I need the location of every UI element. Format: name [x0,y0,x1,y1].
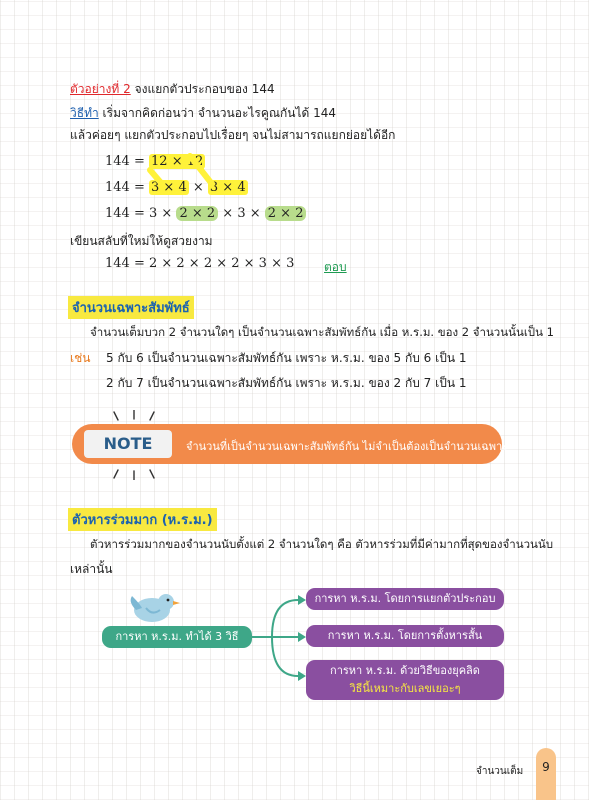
gcd-method-1: การหา ห.ร.ม. โดยการแยกตัวประกอบ [306,588,504,610]
coprime-example-label: เช่น [70,351,91,365]
factor-eq: = [133,206,145,221]
factor-part: × [192,180,204,195]
factor-eq: = [133,180,145,195]
method-line: วิธีทำ เริ่มจากคิดก่อนว่า จำนวนอะไรคูณกั… [70,104,336,123]
method-text: เริ่มจากคิดก่อนว่า จำนวนอะไรคูณกันได้ 14… [102,106,337,120]
footer-page-number: 9 [542,760,550,774]
factor-lhs: 144 [105,206,130,221]
rewrite-text: เขียนสลับที่ใหม่ให้ดูสวยงาม [70,234,213,248]
gcd-definition-line2: เหล่านั้น [70,562,113,576]
gcd-heading: ตัวหารร่วมมาก (ห.ร.ม.) [68,508,217,531]
factor-lhs: 144 [105,154,130,169]
gcd-method-3-label: การหา ห.ร.ม. ด้วยวิธีของยุคลิด [330,664,480,677]
final-line: 144 = 2 × 2 × 2 × 2 × 3 × 3 [105,256,295,271]
note-label: NOTE [84,430,172,458]
gcd-method-3: การหา ห.ร.ม. ด้วยวิธีของยุคลิด วิธีนี้เห… [306,660,504,700]
coprime-example-1: 5 กับ 6 เป็นจำนวนเฉพาะสัมพัทธ์กัน เพราะ … [106,351,467,365]
factor-part: 3 × 4 [207,180,248,195]
coprime-heading: จำนวนเฉพาะสัมพัทธ์ [68,296,194,319]
bird-icon [130,594,180,622]
gcd-definition-line1: ตัวหารร่วมมากของจำนวนนับตั้งแต่ 2 จำนวนใ… [90,537,554,551]
gcd-method-2: การหา ห.ร.ม. โดยการตั้งหารสั้น [306,625,504,647]
footer-chapter: จำนวนเต็ม [476,766,524,777]
example-heading-line: ตัวอย่างที่ 2 จงแยกตัวประกอบของ 144 [70,80,275,99]
gcd-method-3-note: วิธีนี้เหมาะกับเลขเยอะๆ [349,682,461,695]
example-label: ตัวอย่างที่ 2 [70,82,131,96]
factor-lhs: 144 [105,180,130,195]
factor-part: 3 × [149,206,173,221]
factor-part: × 3 × [222,206,261,221]
coprime-definition: จำนวนเต็มบวก 2 จำนวนใดๆ เป็นจำนวนเฉพาะสั… [90,325,554,339]
coprime-example-2: 2 กับ 7 เป็นจำนวนเฉพาะสัมพัทธ์กัน เพราะ … [106,376,467,390]
factor-line-2: 144 = 3 × 4 × 3 × 4 [105,180,248,195]
example-question: จงแยกตัวประกอบของ 144 [134,82,275,96]
footer-page-tab [536,748,556,800]
answer-label: ตอบ [324,260,347,274]
note-text: จำนวนที่เป็นจำนวนเฉพาะสัมพัทธ์กัน ไม่จำเ… [186,440,509,453]
factor-eq: = [133,154,145,169]
method-label: วิธีทำ [70,106,99,120]
continue-text: แล้วค่อยๆ แยกตัวประกอบไปเรื่อยๆ จนไม่สาม… [70,128,396,142]
gcd-root-pill: การหา ห.ร.ม. ทำได้ 3 วิธี [102,626,252,648]
note-burst-lines [113,410,155,480]
factor-line-3: 144 = 3 × 2 × 2 × 3 × 2 × 2 [105,206,307,221]
method-connectors [252,595,306,681]
factor-part: 2 × 2 [264,206,307,221]
highlight-connectors [147,153,215,187]
factor-part: 2 × 2 [176,206,219,221]
